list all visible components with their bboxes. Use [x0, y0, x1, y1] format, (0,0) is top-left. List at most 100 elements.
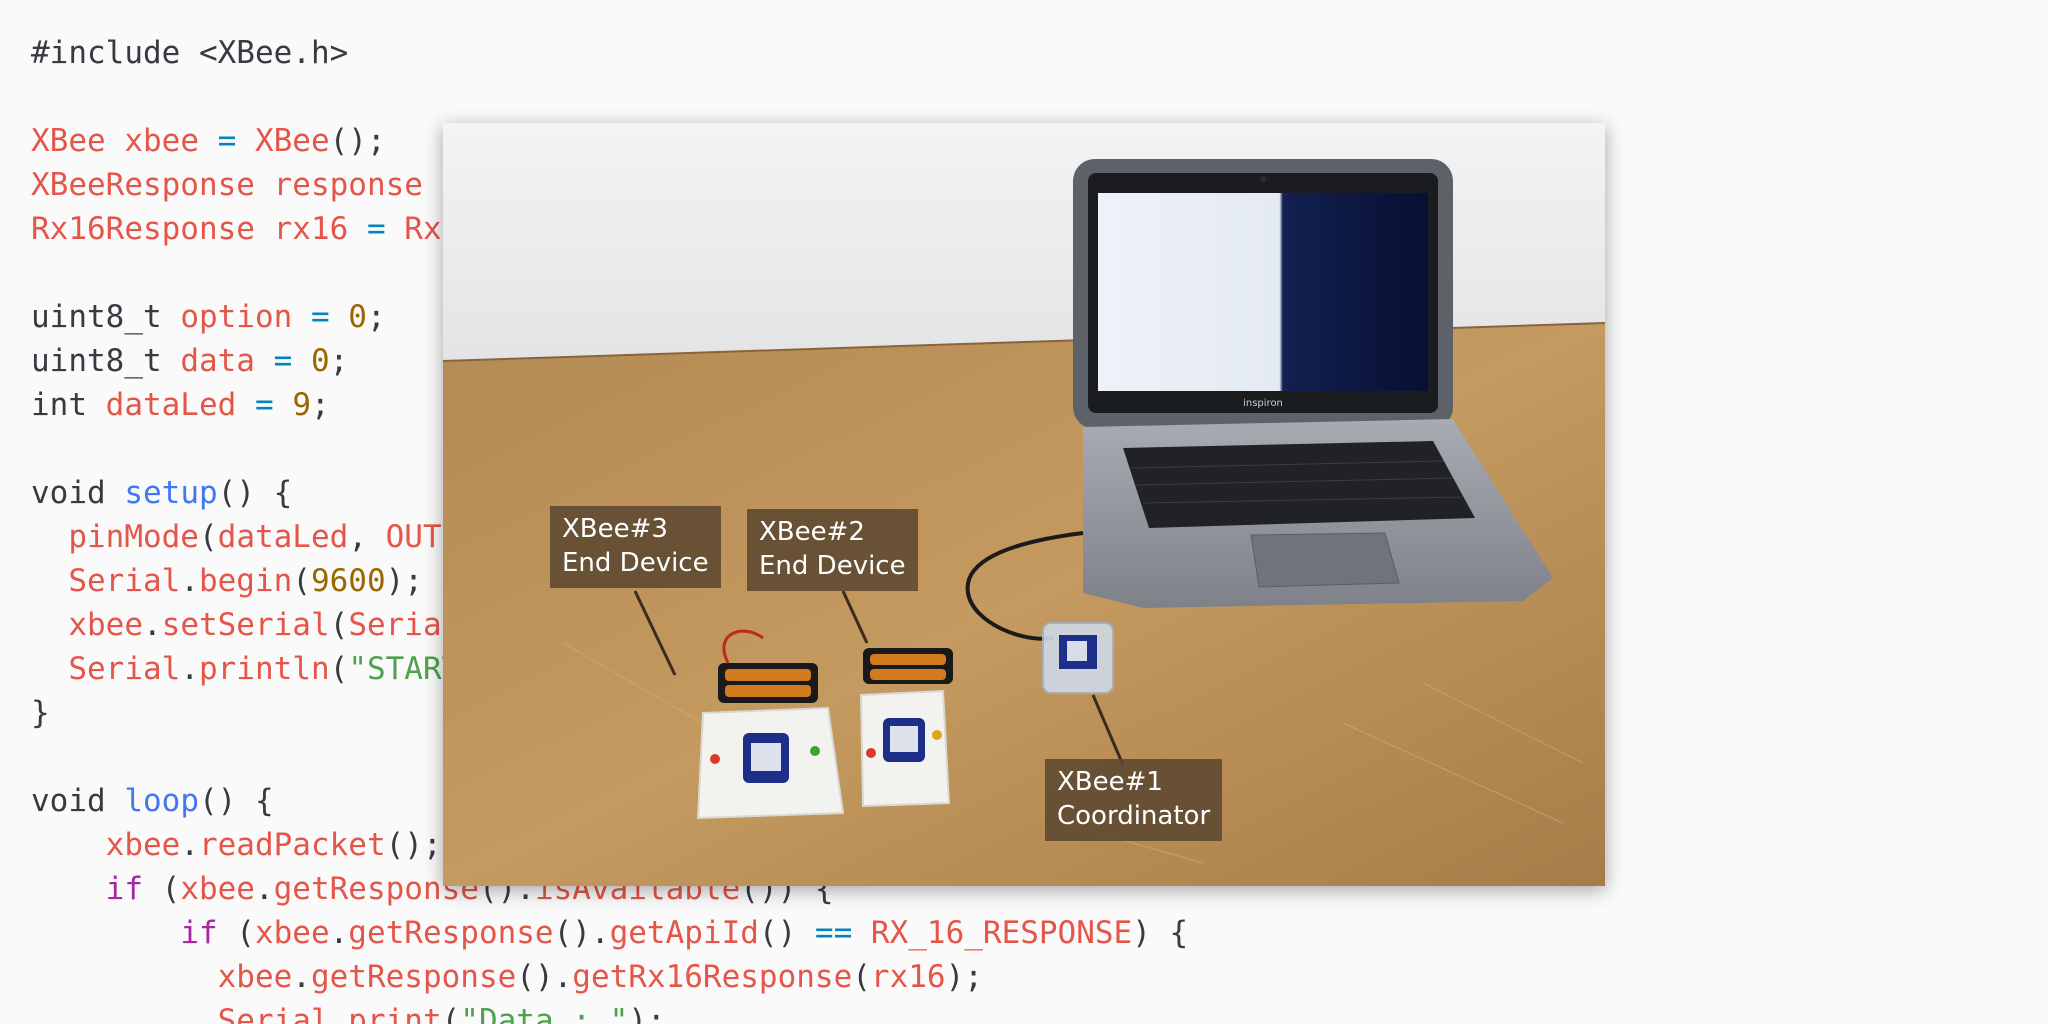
- code-line: xbee.getResponse().getRx16Response(rx16)…: [31, 955, 1188, 999]
- code-token: .: [142, 607, 162, 643]
- code-token: 9600: [310, 563, 386, 599]
- code-token: [31, 915, 180, 951]
- code-token: setup: [124, 475, 218, 511]
- code-token: ().: [553, 915, 610, 951]
- code-token: if: [180, 915, 218, 951]
- code-token: xbee: [254, 915, 330, 951]
- code-token: );: [385, 563, 423, 599]
- code-token: ().: [516, 959, 573, 995]
- code-token: (): [758, 915, 815, 951]
- code-token: [106, 123, 125, 159]
- code-token: data: [180, 343, 255, 379]
- code-line: [31, 75, 1188, 119]
- code-token: .: [329, 1003, 349, 1024]
- code-token: [31, 563, 68, 599]
- touchpad: [1250, 532, 1400, 588]
- code-token: =: [348, 211, 405, 247]
- code-token: Serial: [217, 1003, 330, 1024]
- code-token: void: [31, 783, 125, 819]
- label-xbee1-title: XBee#1: [1057, 767, 1163, 797]
- laptop-display: [1098, 193, 1428, 391]
- code-token: (: [217, 915, 255, 951]
- code-token: xbee: [105, 827, 181, 863]
- webcam: [1260, 176, 1266, 182]
- code-line: void loop() {: [31, 779, 1188, 823]
- code-token: (: [852, 959, 871, 995]
- code-token: [31, 827, 106, 863]
- label-xbee3: XBee#3 End Device: [550, 506, 721, 588]
- code-token: option: [180, 299, 293, 335]
- code-token: 0: [310, 343, 330, 379]
- code-token: [31, 959, 218, 995]
- code-token: () {: [198, 783, 274, 819]
- code-token: =: [254, 343, 311, 379]
- code-token: Serial: [68, 651, 181, 687]
- code-token: =: [292, 299, 349, 335]
- code-token: ==: [814, 915, 853, 951]
- code-token: setSerial: [161, 607, 330, 643]
- code-token: Serial: [348, 607, 461, 643]
- code-token: .: [180, 563, 199, 599]
- code-token: () {: [217, 475, 293, 511]
- code-token: rx16: [273, 211, 349, 247]
- code-token: ();: [329, 123, 386, 159]
- label-xbee2-role: End Device: [759, 551, 906, 581]
- callout-pointers: [633, 590, 1125, 766]
- code-line: uint8_t option = 0;: [31, 295, 1188, 339]
- code-token: pinMode: [68, 519, 199, 555]
- keyboard-keys: [1130, 460, 1464, 504]
- label-xbee1-role: Coordinator: [1057, 801, 1211, 831]
- code-token: (: [329, 651, 349, 687]
- code-token: XBee: [254, 123, 330, 159]
- code-token: .: [329, 915, 349, 951]
- code-token: xbee: [68, 607, 143, 643]
- xbee1-module: [1042, 622, 1114, 694]
- code-token: begin: [198, 563, 293, 599]
- code-token: (: [329, 607, 349, 643]
- xbee2-breadboard: [859, 648, 953, 808]
- code-token: uint8_t: [31, 343, 181, 379]
- code-token: uint8_t: [31, 299, 181, 335]
- code-token: getRx16Response: [572, 959, 853, 995]
- code-token: (: [292, 563, 311, 599]
- label-xbee3-role: End Device: [562, 548, 709, 578]
- code-token: Serial: [68, 563, 181, 599]
- code-token: (: [198, 519, 218, 555]
- code-line: void setup() {: [31, 471, 1188, 515]
- code-token: [31, 519, 68, 555]
- code-token: [31, 871, 106, 907]
- code-token: [31, 1003, 218, 1024]
- label-xbee2-title: XBee#2: [759, 517, 865, 547]
- code-token: loop: [124, 783, 199, 819]
- code-token: print: [348, 1003, 442, 1024]
- code-token: ) {: [1132, 915, 1189, 951]
- code-token: (: [142, 871, 181, 907]
- code-line: XBee xbee = XBee();: [31, 119, 1188, 163]
- code-token: #include <XBee.h>: [31, 35, 349, 71]
- code-token: =: [236, 387, 293, 423]
- code-token: if: [105, 871, 143, 907]
- code-token: ();: [385, 827, 442, 863]
- code-token: dataLed: [217, 519, 349, 555]
- code-token: [31, 607, 68, 643]
- code-token: XBeeResponse: [31, 167, 255, 203]
- xbee-setup-photo: inspiron: [443, 123, 1605, 886]
- code-token: "Data : ": [460, 1003, 629, 1024]
- code-token: println: [198, 651, 330, 687]
- code-line: xbee.readPacket();: [31, 823, 1188, 867]
- code-token: .: [292, 959, 311, 995]
- code-token: 9: [292, 387, 311, 423]
- code-line: uint8_t data = 0;: [31, 339, 1188, 383]
- laptop: inspiron: [1073, 159, 1553, 608]
- code-token: (: [441, 1003, 461, 1024]
- code-token: readPacket: [198, 827, 386, 863]
- code-token: [31, 651, 68, 687]
- label-xbee2: XBee#2 End Device: [747, 509, 918, 591]
- code-token: ;: [310, 387, 330, 423]
- code-token: int: [31, 387, 106, 423]
- xbee3-breadboard: [696, 629, 845, 820]
- code-line: Serial.print("Data : ");: [31, 999, 1188, 1024]
- code-token: .: [180, 651, 199, 687]
- code-token: [255, 211, 274, 247]
